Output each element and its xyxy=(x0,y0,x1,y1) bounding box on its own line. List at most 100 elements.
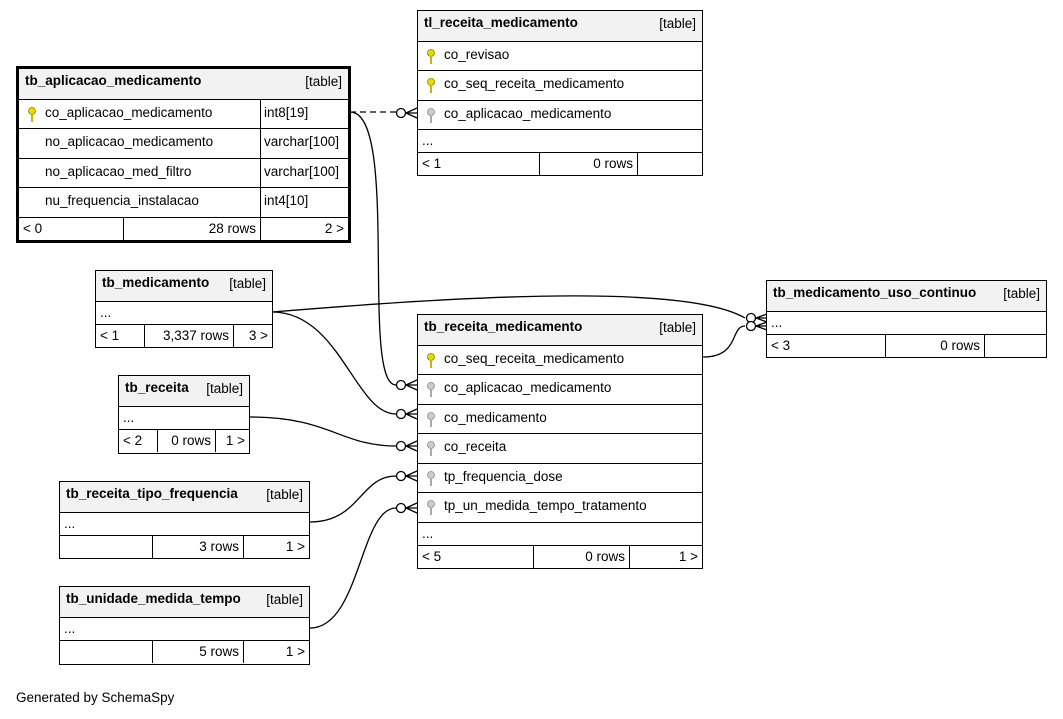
column-row[interactable]: co_receita xyxy=(418,433,702,463)
column-name: co_aplicacao_medicamento xyxy=(444,380,612,395)
table-header: tb_receita_tipo_frequencia [table] xyxy=(60,482,309,512)
child-count xyxy=(637,153,702,175)
edge-end-circle xyxy=(395,470,407,482)
table-name: tb_medicamento xyxy=(102,275,210,290)
table-tb-unidade-medida-tempo[interactable]: tb_unidade_medida_tempo [table] ... 5 ro… xyxy=(59,586,310,665)
column-type: varchar[100] xyxy=(260,158,348,187)
key-icon xyxy=(427,470,435,486)
column-row[interactable]: co_revisao xyxy=(418,40,702,71)
edge-end-circle xyxy=(395,440,407,452)
key-icon xyxy=(427,78,435,93)
column-row[interactable]: co_medicamento xyxy=(418,403,702,434)
table-kind: [table] xyxy=(266,487,303,502)
parent-count: < 1 xyxy=(100,327,120,343)
edge-end-circle xyxy=(395,408,407,420)
edge-receita-co-receita xyxy=(249,416,397,447)
key-icon xyxy=(427,382,435,397)
column-name: tp_frequencia_dose xyxy=(444,468,563,484)
key-icon xyxy=(427,411,435,427)
table-header: tb_unidade_medida_tempo [table] xyxy=(60,587,309,617)
row-count: 3,337 rows xyxy=(144,324,233,347)
table-name: tb_receita_medicamento xyxy=(424,319,583,334)
column-row[interactable]: co_aplicacao_medicamento xyxy=(418,99,702,130)
column-row[interactable]: nu_frequencia_instalacao int4[10] xyxy=(19,187,348,217)
child-count: 1 > xyxy=(243,535,309,558)
table-name: tl_receita_medicamento xyxy=(424,15,578,30)
table-tb-aplicacao-medicamento[interactable]: tb_aplicacao_medicamento [table] co_apli… xyxy=(16,66,351,243)
column-type: varchar[100] xyxy=(260,129,348,158)
parent-count: < 1 xyxy=(422,156,442,171)
column-row[interactable]: co_seq_receita_medicamento xyxy=(418,344,702,375)
crowfoot xyxy=(405,107,418,119)
table-tb-receita[interactable]: tb_receita [table] ... < 2 0 rows 1 > xyxy=(118,375,250,454)
column-name: nu_frequencia_instalacao xyxy=(45,193,199,208)
table-tb-medicamento-uso-continuo[interactable]: tb_medicamento_uso_continuo [table] ... … xyxy=(766,280,1047,358)
row-count: 3 rows xyxy=(152,535,243,558)
table-footer: < 5 0 rows 1 > xyxy=(418,544,702,568)
child-count: 3 > xyxy=(233,324,272,347)
table-tb-receita-tipo-frequencia[interactable]: tb_receita_tipo_frequencia [table] ... 3… xyxy=(59,481,310,559)
column-row[interactable]: no_aplicacao_medicamento varchar[100] xyxy=(19,128,348,158)
table-kind: [table] xyxy=(1003,286,1040,301)
column-row[interactable]: tp_frequencia_dose xyxy=(418,462,702,493)
edge-end-circle xyxy=(745,320,757,332)
ellipsis-row: ... xyxy=(60,616,309,640)
table-header: tl_receita_medicamento [table] xyxy=(418,11,702,41)
edge-end-circle xyxy=(395,107,407,119)
crowfoot xyxy=(405,502,418,514)
column-name: co_seq_receita_medicamento xyxy=(444,76,625,91)
table-kind: [table] xyxy=(659,320,696,335)
row-count: 0 rows xyxy=(539,153,637,175)
column-row[interactable]: co_seq_receita_medicamento xyxy=(418,70,702,100)
column-row[interactable]: co_aplicacao_medicamento int8[19] xyxy=(19,98,348,128)
parent-count: < 2 xyxy=(123,432,143,448)
more-columns: ... xyxy=(64,620,76,636)
column-row[interactable]: tp_un_medida_tempo_tratamento xyxy=(418,492,702,522)
crowfoot xyxy=(405,379,418,391)
more-columns: ... xyxy=(771,314,783,330)
table-header: tb_medicamento_uso_continuo [table] xyxy=(767,281,1046,311)
column-type: int8[19] xyxy=(260,99,348,128)
child-count: 1 > xyxy=(629,545,702,568)
table-tb-receita-medicamento[interactable]: tb_receita_medicamento [table] co_seq_re… xyxy=(417,314,703,569)
ellipsis-row: ... xyxy=(418,521,702,545)
edge-end-circle xyxy=(395,379,407,391)
crowfoot xyxy=(755,321,768,331)
key-icon xyxy=(427,352,435,368)
edge-receita-med-uso-continuo xyxy=(702,325,746,358)
key-icon xyxy=(427,441,435,456)
table-header: tb_receita_medicamento [table] xyxy=(418,315,702,345)
table-footer: 3 rows 1 > xyxy=(60,534,309,558)
key-icon xyxy=(427,48,435,64)
column-row[interactable]: co_aplicacao_medicamento xyxy=(418,374,702,404)
table-tl-receita-medicamento[interactable]: tl_receita_medicamento [table] co_revisa… xyxy=(417,10,703,176)
table-footer: < 1 3,337 rows 3 > xyxy=(96,323,272,347)
table-header: tb_medicamento [table] xyxy=(96,271,272,301)
table-kind: [table] xyxy=(266,592,303,607)
row-count: 28 rows xyxy=(123,217,260,240)
table-tb-medicamento[interactable]: tb_medicamento [table] ... < 1 3,337 row… xyxy=(95,270,273,348)
column-row[interactable]: no_aplicacao_med_filtro varchar[100] xyxy=(19,157,348,187)
column-name: co_medicamento xyxy=(444,409,547,425)
row-count: 0 rows xyxy=(533,545,629,568)
table-name: tb_aplicacao_medicamento xyxy=(25,73,202,88)
column-name: no_aplicacao_medicamento xyxy=(45,134,214,149)
key-icon xyxy=(427,500,435,515)
more-columns: ... xyxy=(422,525,434,541)
generated-by-label: Generated by SchemaSpy xyxy=(16,690,175,705)
column-name: co_seq_receita_medicamento xyxy=(444,350,625,366)
table-footer: < 3 0 rows xyxy=(767,333,1046,357)
table-kind: [table] xyxy=(206,381,243,396)
ellipsis-row: ... xyxy=(418,129,702,152)
column-name: tp_un_medida_tempo_tratamento xyxy=(444,498,647,513)
crowfoot xyxy=(405,440,418,452)
table-footer: < 2 0 rows 1 > xyxy=(119,428,249,452)
row-count: 5 rows xyxy=(152,640,243,663)
table-name: tb_receita xyxy=(125,380,189,395)
edge-tipo-frequencia xyxy=(309,475,397,523)
column-name: co_receita xyxy=(444,439,507,454)
more-columns: ... xyxy=(100,304,112,320)
crowfoot xyxy=(405,408,418,420)
ellipsis-row: ... xyxy=(119,405,249,429)
